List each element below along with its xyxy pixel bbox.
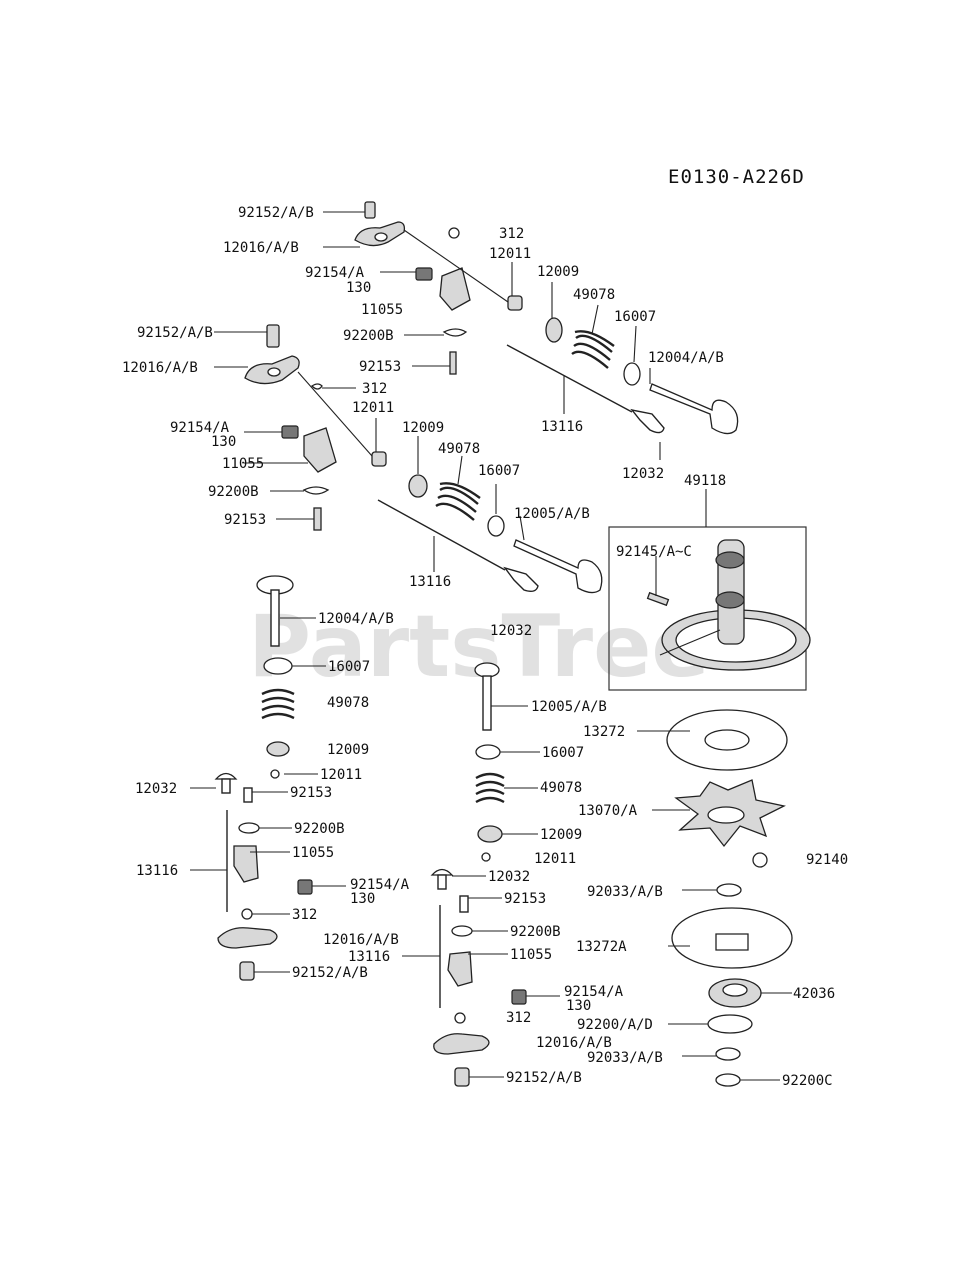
part-upper-spring-set [506, 317, 739, 435]
part-upper-rocker-arm [354, 201, 523, 375]
label-12009-d: 12009 [540, 827, 582, 843]
label-130-c: 130 [350, 891, 375, 907]
label-12032-b: 12032 [490, 623, 532, 639]
label-13272a: 13272A [576, 939, 627, 955]
label-13116-d: 13116 [348, 949, 390, 965]
label-92152-a: 92152/A/B [238, 205, 314, 221]
label-49118: 49118 [684, 473, 726, 489]
label-49078-c: 49078 [327, 695, 369, 711]
label-12011-a: 12011 [489, 246, 531, 262]
label-12004-a: 12004/A/B [648, 350, 724, 366]
label-12011-c: 12011 [320, 767, 362, 783]
watermark: PartsTree [248, 597, 710, 697]
label-130-a: 130 [346, 280, 371, 296]
label-92152-c: 92152/A/B [292, 965, 368, 981]
label-12016-a: 12016/A/B [223, 240, 299, 256]
diagram-code: E0130-A226D [668, 166, 805, 188]
label-16007-a: 16007 [614, 309, 656, 325]
label-13272: 13272 [583, 724, 625, 740]
label-12004-b: 12004/A/B [318, 611, 394, 627]
part-camshaft-assembly [608, 526, 811, 691]
label-92154-d: 92154/A [564, 984, 624, 1000]
part-middle-spring-set [377, 474, 603, 594]
label-92154-b: 92154/A [170, 420, 230, 436]
label-92145: 92145/A~C [616, 544, 692, 560]
label-312-a: 312 [499, 226, 524, 242]
label-49078-d: 49078 [540, 780, 582, 796]
label-13116-c: 13116 [136, 863, 178, 879]
label-16007-b: 16007 [478, 463, 520, 479]
part-labels: 92152/A/B 12016/A/B 92154/A 130 11055 31… [122, 205, 848, 1089]
label-92152-b: 92152/A/B [137, 325, 213, 341]
label-12016-c: 12016/A/B [323, 932, 399, 948]
label-92033-a: 92033/A/B [587, 884, 663, 900]
label-92200b-a: 92200B [343, 328, 394, 344]
label-12032-d: 12032 [488, 869, 530, 885]
label-13116-b: 13116 [409, 574, 451, 590]
label-12032-c: 12032 [135, 781, 177, 797]
label-13116-a: 13116 [541, 419, 583, 435]
label-92200b-d: 92200B [510, 924, 561, 940]
part-center-valve-stack [430, 662, 527, 1087]
label-312-d: 312 [506, 1010, 531, 1026]
label-12005-a: 12005/A/B [514, 506, 590, 522]
label-130-b: 130 [211, 434, 236, 450]
label-92033-b: 92033/A/B [587, 1050, 663, 1066]
label-12009-a: 12009 [537, 264, 579, 280]
label-11055-a: 11055 [361, 302, 403, 318]
label-12005-b: 12005/A/B [531, 699, 607, 715]
label-92153-a: 92153 [359, 359, 401, 375]
label-92152-d: 92152/A/B [506, 1070, 582, 1086]
label-49078-b: 49078 [438, 441, 480, 457]
label-12032-a: 12032 [622, 466, 664, 482]
label-12009-b: 12009 [402, 420, 444, 436]
label-16007-c: 16007 [328, 659, 370, 675]
part-governor-stack [666, 709, 793, 1087]
leader-lines [190, 211, 792, 1081]
part-left-valve-stack [214, 575, 313, 981]
label-92200-a-d: 92200/A/D [577, 1017, 653, 1033]
label-92154-a: 92154/A [305, 265, 365, 281]
label-11055-b: 11055 [222, 456, 264, 472]
label-92140: 92140 [806, 852, 848, 868]
label-12009-c: 12009 [327, 742, 369, 758]
label-11055-c: 11055 [292, 845, 334, 861]
label-130-d: 130 [566, 998, 591, 1014]
label-16007-d: 16007 [542, 745, 584, 761]
label-42036: 42036 [793, 986, 835, 1002]
label-312-c: 312 [292, 907, 317, 923]
label-92153-b: 92153 [224, 512, 266, 528]
label-92153-c: 92153 [290, 785, 332, 801]
label-12016-b: 12016/A/B [122, 360, 198, 376]
label-92200b-b: 92200B [208, 484, 259, 500]
label-49078-a: 49078 [573, 287, 615, 303]
label-12011-d: 12011 [534, 851, 576, 867]
label-92200c: 92200C [782, 1073, 833, 1089]
part-middle-rocker-arm [244, 324, 387, 531]
label-12016-d: 12016/A/B [536, 1035, 612, 1051]
label-92154-c: 92154/A [350, 877, 410, 893]
label-92200b-c: 92200B [294, 821, 345, 837]
label-11055-d: 11055 [510, 947, 552, 963]
label-12011-b: 12011 [352, 400, 394, 416]
label-13070: 13070/A [578, 803, 638, 819]
label-92153-d: 92153 [504, 891, 546, 907]
label-312-b: 312 [362, 381, 387, 397]
